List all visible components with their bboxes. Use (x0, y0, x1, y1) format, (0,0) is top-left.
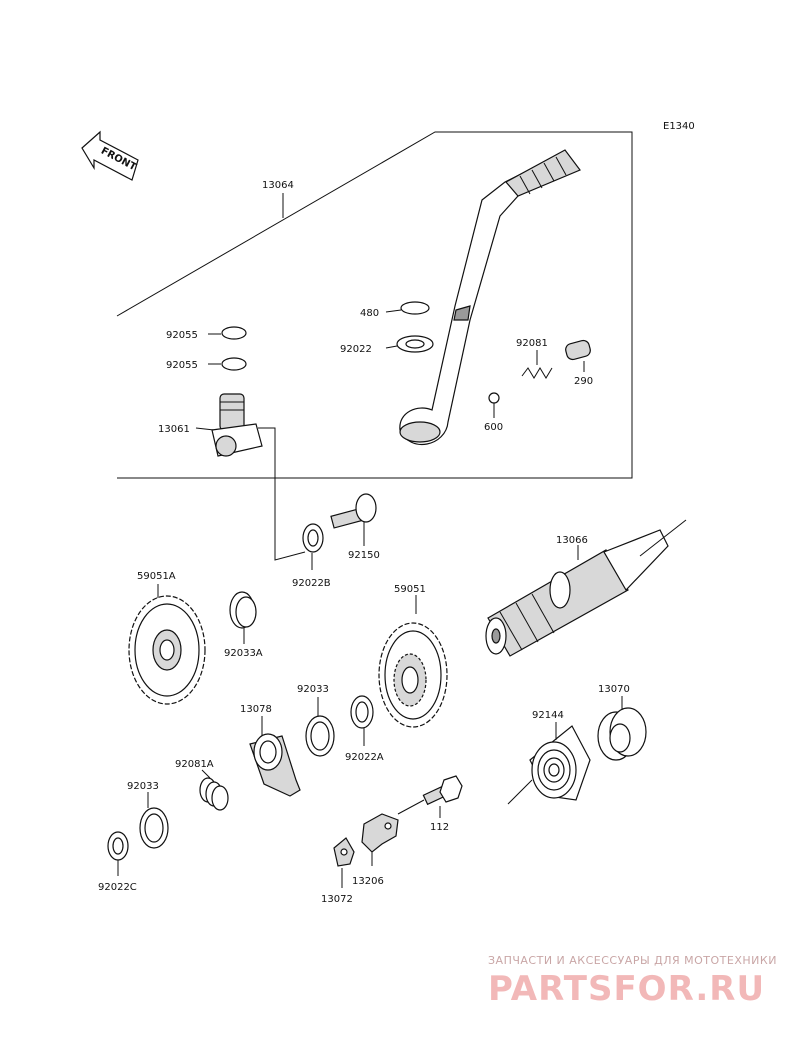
kick-shaft-13066 (485, 529, 669, 657)
o-ring-92055-lower (221, 357, 247, 371)
bolt-112 (422, 775, 463, 806)
label-92022A: 92022A (345, 752, 384, 763)
ratchet-13078 (249, 733, 301, 797)
label-92033-lower: 92033 (127, 781, 159, 792)
label-13078: 13078 (240, 704, 272, 715)
label-92033A: 92033A (224, 648, 263, 659)
label-92022B: 92022B (292, 578, 331, 589)
label-13072: 13072 (321, 894, 353, 905)
spring-92144 (529, 725, 591, 801)
label-13070: 13070 (598, 684, 630, 695)
watermark-tagline: ЗАПЧАСТИ И АКСЕССУАРЫ ДЛЯ МОТОТЕХНИКИ (488, 954, 777, 967)
label-59051: 59051 (394, 584, 426, 595)
ball-600 (488, 392, 500, 404)
plate-13072 (333, 837, 355, 867)
label-480: 480 (360, 308, 379, 319)
label-92144: 92144 (532, 710, 564, 721)
holder-13206 (361, 813, 399, 853)
label-92150: 92150 (348, 550, 380, 561)
kick-boss-13061 (211, 393, 263, 457)
label-92055-upper: 92055 (166, 330, 198, 341)
label-92033: 92033 (297, 684, 329, 695)
o-ring-92055-upper (221, 326, 247, 340)
label-13064: 13064 (262, 180, 294, 191)
diagram-code: E1340 (663, 121, 695, 132)
kick-pedal-group-outline (116, 131, 633, 479)
pin-290 (565, 339, 591, 361)
kick-pedal-arm (399, 149, 581, 446)
gear-59051A (128, 595, 206, 705)
label-92055-lower: 92055 (166, 360, 198, 371)
label-13066: 13066 (556, 535, 588, 546)
label-13206: 13206 (352, 876, 384, 887)
bolt-92150 (330, 493, 377, 529)
gear-59051 (378, 622, 448, 728)
front-arrow-icon: FRONT (81, 130, 139, 181)
guide-13070 (597, 707, 647, 761)
spring-92081 (521, 367, 553, 379)
label-290: 290 (574, 376, 593, 387)
label-92022: 92022 (340, 344, 372, 355)
label-92081A: 92081A (175, 759, 214, 770)
label-112: 112 (430, 822, 449, 833)
label-92022C: 92022C (98, 882, 137, 893)
spring-92081A (199, 777, 229, 811)
label-59051A: 59051A (137, 571, 176, 582)
circlip-480 (400, 301, 430, 315)
label-92081: 92081 (516, 338, 548, 349)
watermark-logo: PARTSFOR.RU (488, 969, 765, 1009)
label-13061: 13061 (158, 424, 190, 435)
label-600: 600 (484, 422, 503, 433)
